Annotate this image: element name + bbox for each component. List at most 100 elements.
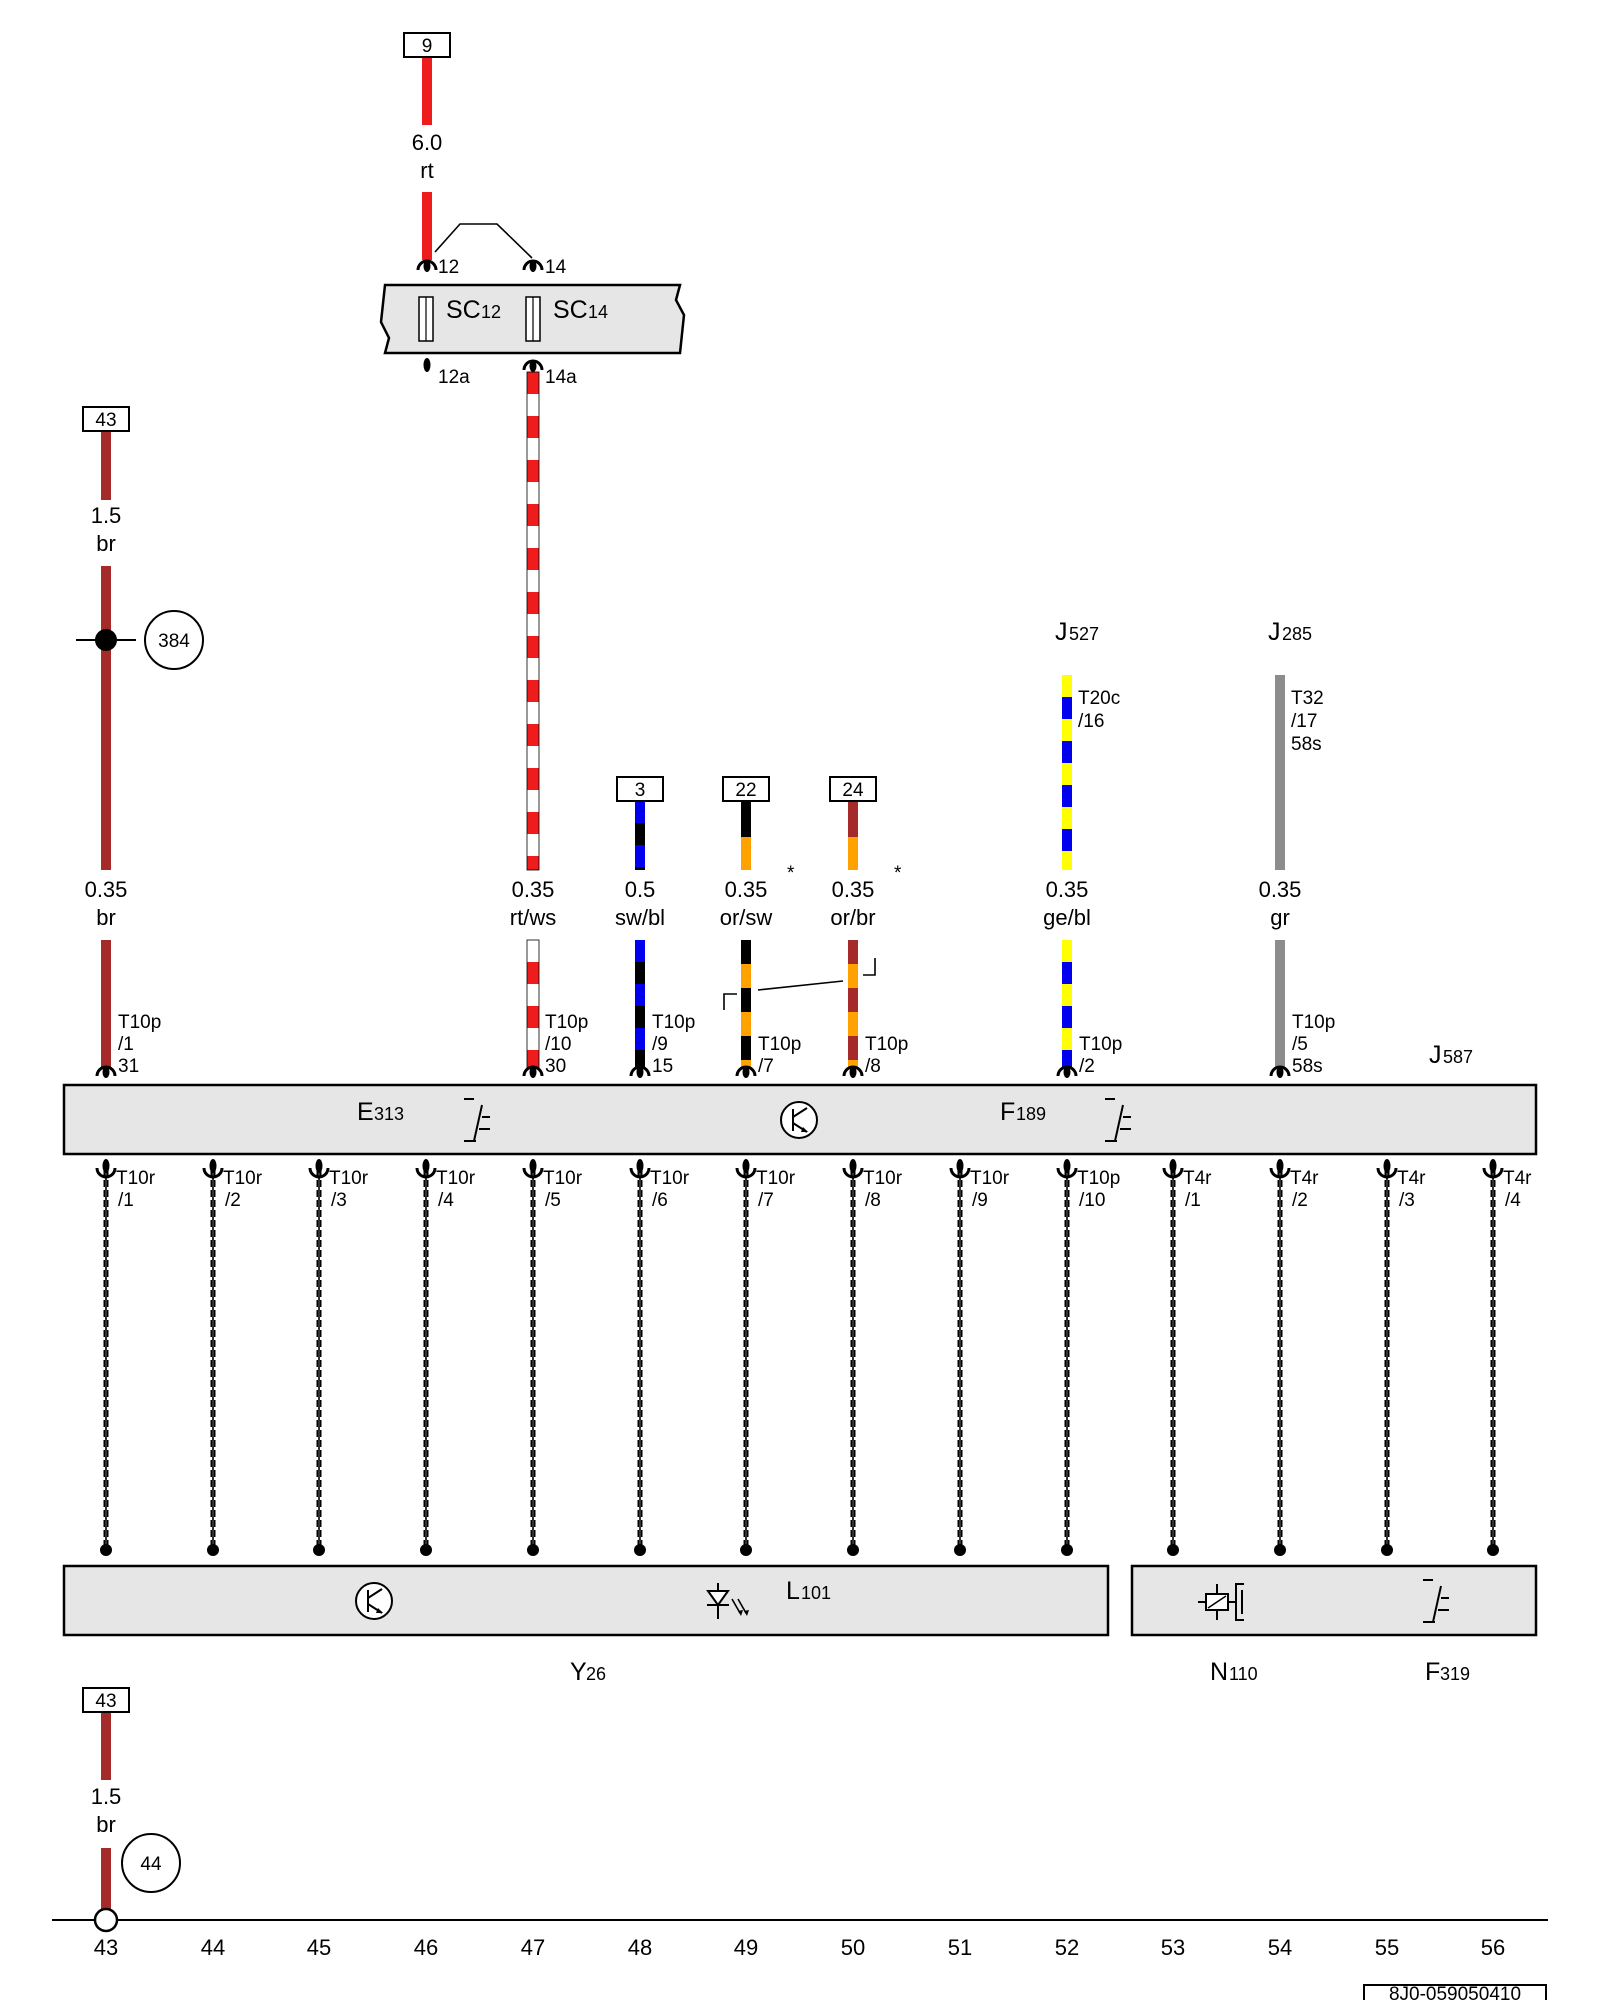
- l101-num: 101: [801, 1583, 831, 1603]
- plug-upper-1-pin: [102, 1066, 110, 1078]
- dot-lower-12: [1274, 1544, 1286, 1556]
- lower-conn-1-name: T10r: [116, 1168, 156, 1189]
- lower-conn-6-name: T10r: [650, 1168, 690, 1189]
- track-45: 45: [307, 1935, 331, 1960]
- lower-conn-5-pin: /5: [545, 1190, 561, 1211]
- wire-gebl-lower: [1062, 940, 1072, 1068]
- pin-lower-14: [1489, 1159, 1497, 1173]
- pin-lower-10: [1063, 1159, 1071, 1173]
- wire-br-lower: [101, 940, 111, 1068]
- wire-rtws-color: rt/ws: [510, 905, 556, 930]
- upper-conn-1-line-2: /1: [118, 1034, 134, 1055]
- fuse-carrier: SC 12 SC 14 12 14 12a 14a: [379, 223, 686, 388]
- plug-sc14-in-pin: [529, 260, 537, 272]
- plug-lower-4: [415, 1167, 437, 1179]
- led-icon-l101: [706, 1583, 749, 1619]
- ref-22-label: 22: [735, 780, 756, 801]
- n110-num: 110: [1229, 1664, 1258, 1684]
- dot-lower-13: [1381, 1544, 1393, 1556]
- j285-num: 285: [1282, 624, 1312, 644]
- lower-conn-10-pin: /10: [1079, 1190, 1105, 1211]
- ref-43-bottom-label: 43: [95, 1691, 116, 1712]
- fuse-sc14-name: SC: [553, 296, 588, 324]
- plug-lower-9: [949, 1167, 971, 1179]
- wire-gr-size: 0.35: [1259, 877, 1302, 902]
- plug-lower-6: [629, 1167, 651, 1179]
- track-43: 43: [94, 1935, 118, 1960]
- dot-lower-6: [634, 1544, 646, 1556]
- lower-conn-6-pin: /6: [652, 1190, 668, 1211]
- j587-letter: J: [1429, 1041, 1442, 1069]
- wire-br-size: 0.35: [85, 877, 128, 902]
- dot-lower-10: [1061, 1544, 1073, 1556]
- switch-icon-f189: [1105, 1098, 1131, 1142]
- lower-conn-10-name: T10p: [1077, 1168, 1120, 1189]
- lower-conn-14-pin: /4: [1505, 1190, 1521, 1211]
- fuse-bridge: [434, 223, 533, 259]
- plug-sc12-in-pin: [423, 260, 431, 272]
- asterisk-orbr: *: [894, 863, 902, 884]
- upper-conn-1-line-1: T10p: [118, 1012, 161, 1033]
- f189-letter: F: [1000, 1098, 1015, 1126]
- ref-circle-384: [144, 610, 204, 670]
- f189-num: 189: [1016, 1104, 1046, 1124]
- dot-lower-4: [420, 1544, 432, 1556]
- pin-lower-13: [1383, 1159, 1391, 1173]
- wire-orsw-upper: [741, 801, 751, 870]
- track-47: 47: [521, 1935, 545, 1960]
- upper-conn-6-line-2: /2: [1079, 1056, 1095, 1077]
- wire-br15b-size: 1.5: [91, 1784, 122, 1809]
- lower-conn-5-name: T10r: [543, 1168, 583, 1189]
- j587-num: 587: [1443, 1047, 1473, 1067]
- pin-lower-5: [529, 1159, 537, 1173]
- lower-conn-7-pin: /7: [758, 1190, 774, 1211]
- wire-br15-color: br: [96, 531, 116, 556]
- dot-lower-1: [100, 1544, 112, 1556]
- plug-lower-2: [202, 1167, 224, 1179]
- wire-orsw-lower: [741, 940, 751, 1068]
- wire-rt-color: rt: [420, 158, 433, 183]
- wire-link-right: [863, 958, 876, 976]
- wire-gr-color: gr: [1270, 905, 1290, 930]
- lower-conn-8-name: T10r: [863, 1168, 903, 1189]
- wire-orsw-size: 0.35: [725, 877, 768, 902]
- j587-upper-connectors: T10p/131T10p/1030T10p/915T10p/7T10p/8T10…: [118, 1012, 1335, 1077]
- pin-lower-8: [849, 1159, 857, 1173]
- wire-gr-lower: [1275, 940, 1285, 1068]
- lower-conn-7-name: T10r: [756, 1168, 796, 1189]
- dot-lower-3: [313, 1544, 325, 1556]
- j285-conn: T32: [1291, 688, 1324, 709]
- upper-conn-2-line-2: /10: [545, 1034, 571, 1055]
- wire-orsw-color: or/sw: [720, 905, 773, 930]
- ref-box-9: [403, 32, 451, 58]
- ref-44-label: 44: [140, 1854, 162, 1875]
- ref-9-label: 9: [422, 36, 433, 57]
- plug-lower-3: [308, 1167, 330, 1179]
- wire-gebl-upper: [1062, 675, 1072, 870]
- plug-upper-6-pin: [1063, 1066, 1071, 1078]
- switch-icon-e313: [464, 1098, 490, 1142]
- ref-box-3: [616, 776, 664, 802]
- upper-conn-3-line-1: T10p: [652, 1012, 695, 1033]
- wire-rt-size: 6.0: [412, 130, 443, 155]
- plug-lower-10: [1056, 1167, 1078, 1179]
- pin-lower-3: [315, 1159, 323, 1173]
- wire-orbr-lower: [848, 940, 858, 1068]
- upper-conn-3-line-2: /9: [652, 1034, 668, 1055]
- upper-conn-5-line-1: T10p: [865, 1034, 908, 1055]
- dot-lower-9: [954, 1544, 966, 1556]
- pin-lower-4: [422, 1159, 430, 1173]
- plug-lower-13: [1376, 1167, 1398, 1179]
- switch-icon-f319: [1423, 1579, 1449, 1623]
- upper-conn-7-line-2: /5: [1292, 1034, 1308, 1055]
- plug-lower-8: [842, 1167, 864, 1179]
- wire-rtws-lower: [526, 939, 540, 1069]
- wire-orbr-size: 0.35: [832, 877, 875, 902]
- wire-link-left: [723, 993, 737, 1010]
- lower-conn-9-name: T10r: [970, 1168, 1010, 1189]
- pin-lower-12: [1276, 1159, 1284, 1173]
- ref-box-43-bottom: [82, 1687, 130, 1713]
- pin-sc12-out: [423, 358, 431, 372]
- track-50: 50: [841, 1935, 865, 1960]
